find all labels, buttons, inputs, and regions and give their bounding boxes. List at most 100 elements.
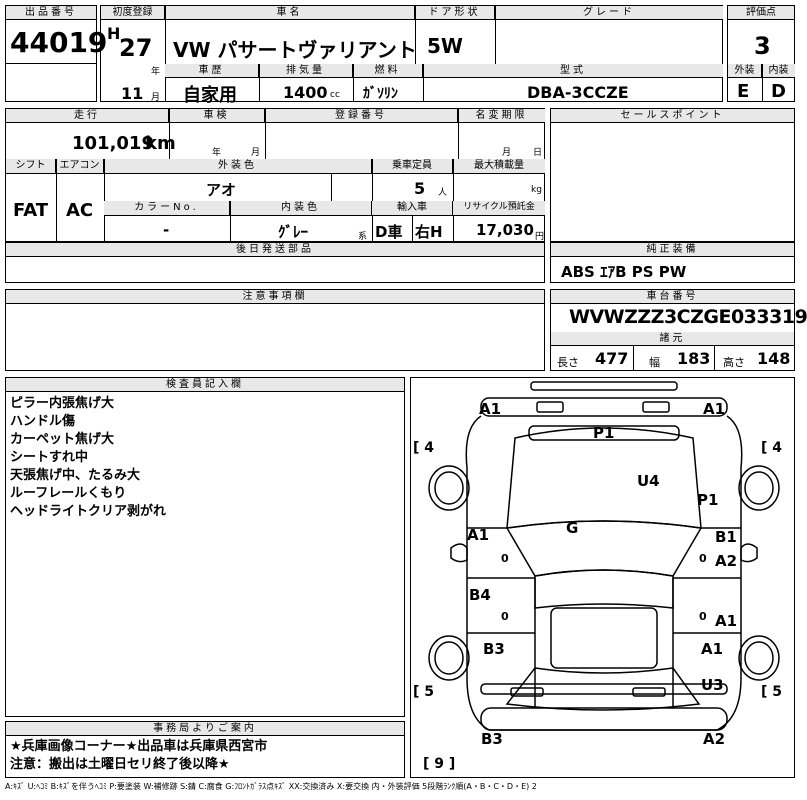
capacity-value: 5 bbox=[414, 179, 426, 198]
int-color-label: 内装色 bbox=[230, 201, 372, 216]
later-parts-box: 後日発送部品 bbox=[5, 242, 545, 283]
recycle-value: 17,030 bbox=[476, 221, 534, 239]
damage-mark: P1 bbox=[697, 491, 719, 509]
first-reg-label: 初度登録 bbox=[101, 6, 165, 20]
inspector-note: ルーフレールくもり bbox=[10, 486, 127, 501]
capacity-label: 乗車定員 bbox=[372, 159, 453, 174]
height-label: 高さ bbox=[723, 356, 745, 369]
shift-value: FAT bbox=[13, 200, 49, 221]
inspector-box: 検査員記入欄 ピラー内張焦げ大 ハンドル傷 カーペット焦げ大 シートすれ中 天張… bbox=[5, 377, 405, 717]
model-value: DBA-3CCZE bbox=[527, 83, 629, 102]
damage-mark: A1 bbox=[479, 400, 502, 418]
fuel-label: 燃料 bbox=[353, 64, 423, 78]
lot-number-label: 出品番号 bbox=[6, 6, 96, 20]
width-label: 幅 bbox=[649, 356, 660, 369]
shift-label: シフト bbox=[6, 159, 56, 174]
damage-mark: A1 bbox=[703, 400, 726, 418]
name-change-label: 名変期限 bbox=[458, 109, 545, 123]
genuine-equipment-box: 純正装備 ABS ｴｱB PS PW bbox=[550, 242, 795, 283]
recycle-label: リサイクル預託金 bbox=[453, 201, 545, 216]
inspector-note: カーペット焦げ大 bbox=[10, 432, 115, 447]
inspector-label: 検査員記入欄 bbox=[6, 378, 404, 392]
import-value-1: D車 bbox=[375, 223, 403, 241]
import-label: 輸入車 bbox=[372, 201, 453, 216]
sales-point-label: セールスポイント bbox=[551, 109, 794, 123]
damage-mark: B1 bbox=[715, 528, 737, 546]
displacement-unit: cc bbox=[330, 90, 340, 100]
color-no-label: カラーNo. bbox=[104, 201, 230, 216]
office-label: 事務局よりご案内 bbox=[6, 722, 404, 736]
office-line: 注意：搬出は土曜日セリ終了後以降★ bbox=[10, 757, 230, 772]
history-label: 車歴 bbox=[165, 64, 259, 78]
tire-mark: [ 4 bbox=[761, 440, 783, 456]
import-value-2: 右H bbox=[415, 223, 443, 241]
score-box: 評価点 3 外装 内装 E D bbox=[727, 5, 795, 102]
damage-mark: A2 bbox=[703, 730, 726, 748]
displacement-value: 1400 bbox=[283, 83, 328, 102]
vehicle-info-box: 初度登録 車名 ドア形状 グレード H 27 年 11 月 VW パサートヴァリ… bbox=[100, 5, 723, 106]
damage-mark: B4 bbox=[469, 586, 491, 604]
damage-diagram: A1 A1 P1 U4 P1 G A1 B1 A2 B4 A1 B3 A1 U3… bbox=[410, 377, 795, 778]
door-zero-mark: 0 bbox=[699, 552, 707, 565]
fuel-value: ｶﾞｿﾘﾝ bbox=[363, 86, 398, 102]
car-outline-svg bbox=[428, 381, 780, 731]
damage-mark: A1 bbox=[467, 526, 490, 544]
damage-mark: P1 bbox=[593, 424, 615, 442]
width-value: 183 bbox=[677, 349, 711, 368]
model-label: 型式 bbox=[423, 64, 723, 78]
tire-mark: [ 5 bbox=[413, 684, 435, 700]
year-value: 27 bbox=[119, 34, 153, 62]
inspection-month-unit: 月 bbox=[251, 148, 261, 158]
color-no-value: - bbox=[163, 221, 170, 239]
door-zero-mark: 0 bbox=[699, 610, 707, 623]
genuine-value: ABS ｴｱB PS PW bbox=[561, 263, 687, 281]
legend-text: A:ｷｽﾞ U:ﾍｺﾐ B:ｷｽﾞを伴うﾍｺﾐ P:要塗装 W:補修跡 S:錆 … bbox=[5, 782, 537, 791]
mileage-unit: km bbox=[145, 133, 176, 154]
car-name-value: VW パサートヴァリアント bbox=[173, 38, 417, 62]
tire-mark: [ 4 bbox=[413, 440, 435, 456]
int-grade-label: 内装 bbox=[762, 64, 795, 78]
year-unit: 年 bbox=[151, 67, 161, 77]
ac-label: エアコン bbox=[56, 159, 104, 174]
max-load-label: 最大積載量 bbox=[453, 159, 545, 174]
damage-mark: U4 bbox=[637, 472, 660, 490]
mileage-label: 走行 bbox=[6, 109, 169, 123]
lot-number-value: 44019 bbox=[10, 26, 108, 59]
max-load-unit: kg bbox=[531, 185, 542, 195]
chassis-value: WVWZZZ3CZGE033319 bbox=[569, 306, 807, 328]
capacity-unit: 人 bbox=[438, 188, 448, 198]
inspector-note: シートすれ中 bbox=[10, 450, 89, 465]
int-grade-value: D bbox=[771, 81, 786, 102]
office-notice-box: 事務局よりご案内 ★兵庫画像コーナー★出品車は兵庫県西宮市 注意：搬出は土曜日セ… bbox=[5, 721, 405, 778]
ext-grade-value: E bbox=[737, 81, 750, 102]
recycle-unit: 円 bbox=[535, 232, 545, 242]
reg-number-label: 登録番号 bbox=[265, 109, 458, 123]
tire-mark: [ 5 bbox=[761, 684, 783, 700]
history-value: 自家用 bbox=[183, 85, 237, 106]
mileage-value: 101,019 bbox=[72, 133, 154, 154]
genuine-label: 純正装備 bbox=[551, 243, 794, 257]
damage-mark: A1 bbox=[715, 612, 738, 630]
ac-value: AC bbox=[66, 200, 94, 221]
door-label: ドア形状 bbox=[415, 6, 495, 20]
ext-grade-label: 外装 bbox=[728, 64, 762, 78]
inspector-note: 天張焦げ中、たるみ大 bbox=[10, 468, 141, 483]
damage-mark: U3 bbox=[701, 676, 724, 694]
door-value: 5W bbox=[427, 34, 463, 58]
notes-box: 注意事項欄 bbox=[5, 289, 545, 371]
office-line: ★兵庫画像コーナー★出品車は兵庫県西宮市 bbox=[10, 739, 268, 754]
door-zero-mark: 0 bbox=[501, 610, 509, 623]
damage-mark: A2 bbox=[715, 552, 738, 570]
inspector-note: ハンドル傷 bbox=[10, 414, 76, 429]
specs-label: 諸元 bbox=[551, 332, 794, 346]
notes-label: 注意事項欄 bbox=[6, 290, 544, 304]
spare-tire-mark: [ 9 ] bbox=[423, 756, 456, 772]
inspection-label: 車検 bbox=[169, 109, 265, 123]
era-value: H bbox=[107, 24, 121, 43]
length-value: 477 bbox=[595, 349, 629, 368]
chassis-box: 車台番号 WVWZZZ3CZGE033319 諸元 長さ 477 幅 183 高… bbox=[550, 289, 807, 371]
damage-mark: B3 bbox=[483, 640, 505, 658]
lot-number-box: 出品番号 44019 bbox=[5, 5, 107, 102]
score-value: 3 bbox=[754, 32, 771, 60]
int-color-unit: 系 bbox=[358, 232, 368, 242]
